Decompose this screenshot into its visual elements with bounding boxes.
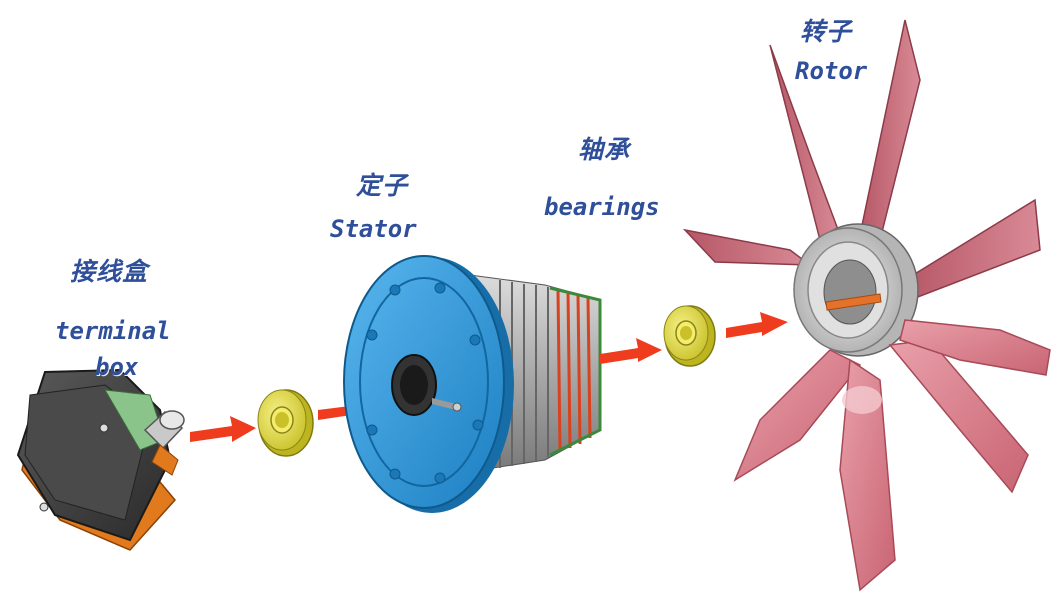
right-arrow-icon <box>726 312 788 338</box>
right-arrow-icon <box>600 338 662 364</box>
terminal-box-label-en-2: box <box>95 353 139 381</box>
terminal-box-label-en: terminal <box>55 317 171 345</box>
bearings-label-zh: 轴承 <box>578 135 631 164</box>
stator-label-en: Stator <box>330 215 417 243</box>
stator <box>343 255 602 513</box>
stator-label-zh: 定子 <box>356 171 409 200</box>
bearing-front <box>257 389 314 457</box>
right-arrow-icon <box>190 416 256 442</box>
bearing-rear <box>663 305 716 367</box>
rotor <box>682 19 1051 592</box>
rotor-label-en: Rotor <box>795 57 868 85</box>
terminal-box-label-zh: 接线盒 <box>70 257 149 286</box>
bearings-label-en: bearings <box>544 193 660 221</box>
rotor-label-zh: 转子 <box>800 17 853 46</box>
terminal-box <box>16 368 185 551</box>
